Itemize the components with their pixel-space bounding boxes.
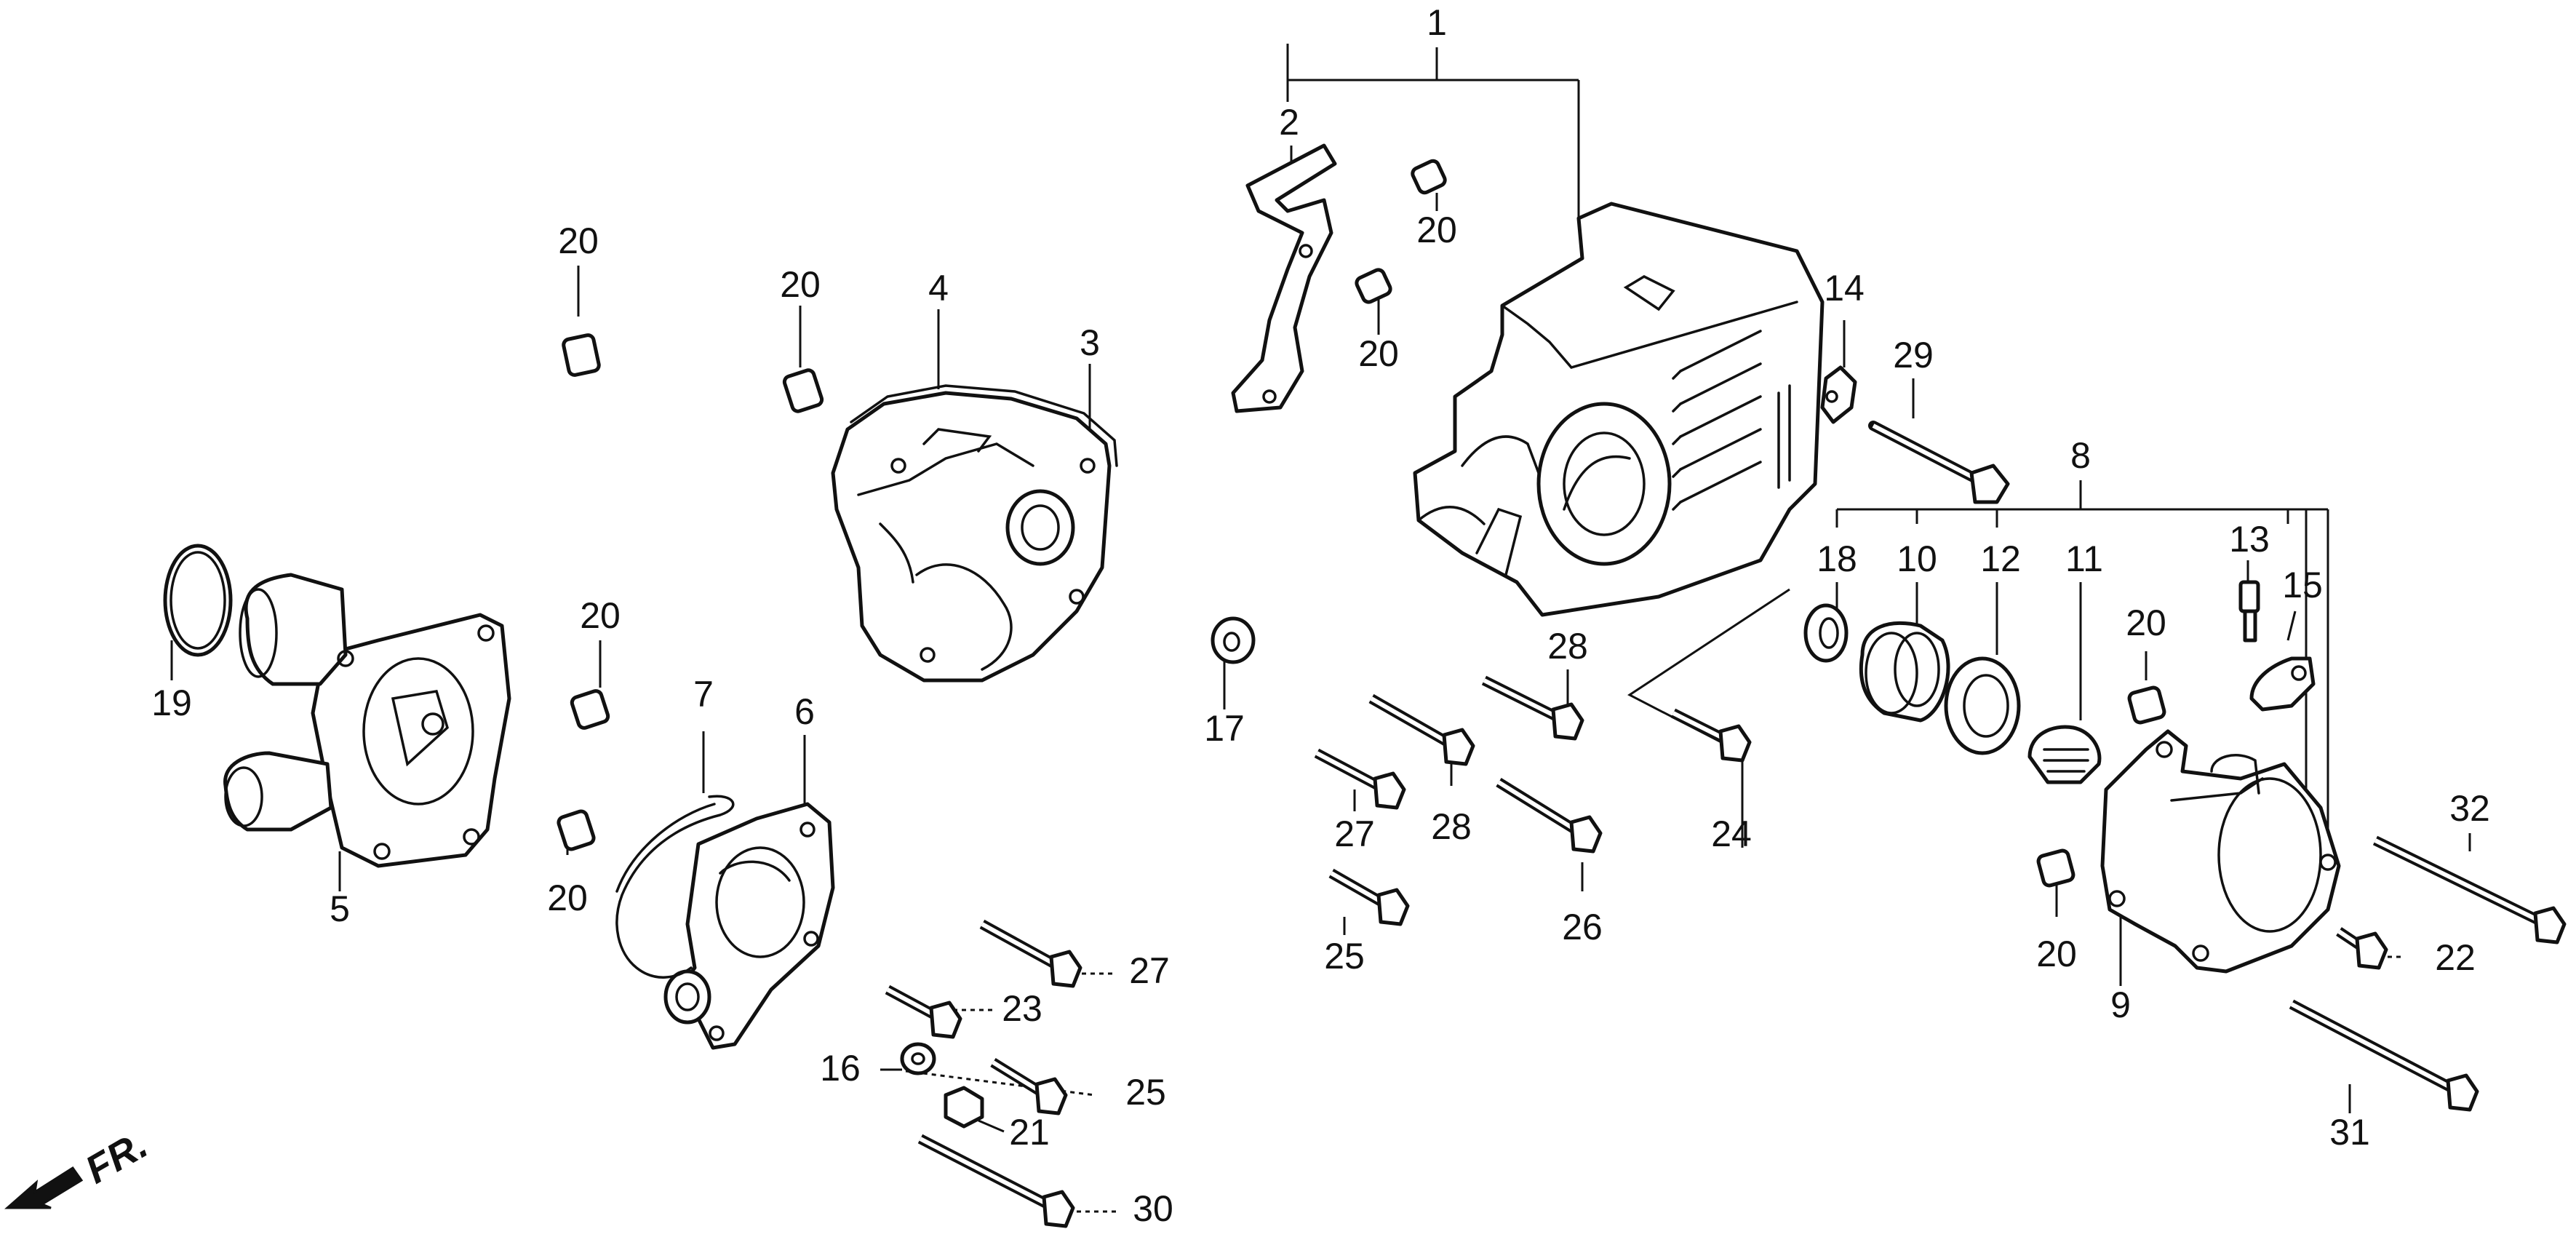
- label-part-10: 10: [1897, 538, 1937, 579]
- label-part-28-a: 28: [1431, 806, 1472, 847]
- part-14-clip: [1820, 365, 1857, 424]
- part-29-bolt: [1868, 421, 2010, 504]
- part-7-o-ring: [615, 795, 735, 979]
- part-9-thermostat-cover: [2100, 729, 2341, 974]
- label-part-5: 5: [330, 888, 350, 929]
- label-part-19: 19: [151, 683, 192, 723]
- part-20-dowel-d: [557, 809, 596, 851]
- part-1-cover-housing: [1413, 202, 1825, 617]
- label-part-12: 12: [1980, 538, 2021, 579]
- label-part-28-b: 28: [1547, 626, 1588, 667]
- part-4-pump-gasket: [850, 384, 1118, 467]
- label-part-11: 11: [2065, 538, 2103, 579]
- part-25-bolt-b: [990, 1058, 1068, 1115]
- label-part-9: 9: [2110, 985, 2131, 1025]
- label-part-18: 18: [1817, 538, 1857, 579]
- part-20-dowel-b: [782, 368, 824, 413]
- part-20-dowel-f: [1355, 268, 1392, 304]
- front-direction-indicator: FR.: [4, 1123, 155, 1209]
- label-part-32: 32: [2449, 788, 2490, 829]
- part-11-thermostat: [2027, 725, 2102, 784]
- part-32-bolt: [2372, 835, 2567, 944]
- part-12-seal-ring: [1944, 656, 2021, 755]
- label-part-30: 30: [1133, 1188, 1173, 1229]
- part-28-bolt-b: [1368, 693, 1475, 766]
- label-part-23: 23: [1002, 988, 1042, 1029]
- label-part-24: 24: [1711, 814, 1752, 854]
- label-part-2: 2: [1279, 102, 1299, 143]
- part-21-nut: [944, 1086, 984, 1129]
- label-part-25-a: 25: [1324, 936, 1365, 977]
- part-2-gasket: [1231, 143, 1337, 413]
- label-part-20-f: 20: [1358, 333, 1399, 374]
- label-part-6: 6: [794, 691, 815, 732]
- part-22-bolt: [2336, 927, 2388, 970]
- part-27-bolt-a: [1314, 748, 1406, 810]
- label-part-1: 1: [1427, 2, 1447, 43]
- part-20-dowel-g: [2127, 685, 2166, 725]
- part-20-dowel-c: [570, 689, 610, 730]
- label-part-21: 21: [1009, 1112, 1050, 1153]
- label-part-16: 16: [820, 1048, 861, 1089]
- part-24-bolt: [1670, 708, 1752, 763]
- part-28-bolt-a: [1481, 675, 1584, 741]
- part-3-pump-cover: [831, 391, 1112, 683]
- label-part-31: 31: [2329, 1112, 2370, 1153]
- part-27-bolt-b: [979, 919, 1082, 988]
- label-part-4: 4: [928, 268, 949, 309]
- part-10-pulley: [1859, 621, 1950, 723]
- part-20-dowel-e: [1411, 159, 1447, 195]
- part-26-bolt: [1496, 778, 1603, 854]
- label-part-13: 13: [2229, 519, 2270, 560]
- label-part-27-b: 27: [1129, 950, 1170, 991]
- label-part-27-a: 27: [1334, 814, 1375, 854]
- label-part-20-b: 20: [780, 264, 821, 305]
- part-18-seal: [1803, 603, 1849, 663]
- label-part-26: 26: [1562, 907, 1603, 947]
- front-label: FR.: [79, 1123, 155, 1192]
- part-23-bolt: [885, 985, 962, 1039]
- label-part-25-b: 25: [1125, 1072, 1166, 1113]
- part-13-sensor: [2238, 580, 2260, 643]
- part-30-bolt: [917, 1134, 1075, 1228]
- label-part-7: 7: [693, 674, 714, 715]
- label-part-22: 22: [2435, 937, 2476, 978]
- label-part-20-c: 20: [580, 595, 621, 636]
- part-25-bolt-a: [1328, 868, 1410, 926]
- part-20-dowel-a: [562, 333, 601, 377]
- part-19-o-ring: [163, 544, 233, 657]
- label-part-29: 29: [1893, 335, 1934, 375]
- label-part-20-a: 20: [558, 220, 599, 261]
- part-labels: 1 2 3 4 5 6 7 8 9 10 11 12 13 14 15 16 1…: [151, 2, 2490, 1229]
- part-6-water-pump: [663, 802, 835, 1050]
- part-5-housing: [223, 573, 511, 868]
- label-part-8: 8: [2070, 435, 2091, 476]
- label-part-14: 14: [1824, 268, 1865, 309]
- label-part-15: 15: [2282, 565, 2323, 605]
- label-part-20-h: 20: [2036, 934, 2077, 974]
- part-31-bolt: [2289, 999, 2479, 1112]
- label-part-3: 3: [1080, 322, 1100, 363]
- bolts: [885, 421, 2567, 1228]
- front-arrow-icon: [4, 1166, 84, 1209]
- label-part-20-g: 20: [2126, 602, 2166, 643]
- label-part-20-e: 20: [1416, 210, 1457, 250]
- part-16-washer: [900, 1042, 936, 1075]
- part-15-clamp: [2249, 656, 2316, 712]
- part-20-dowel-h: [2036, 848, 2075, 888]
- label-part-17: 17: [1204, 708, 1245, 749]
- dowel-pins: [557, 159, 2166, 888]
- part-17-washer: [1211, 616, 1256, 664]
- label-part-20-d: 20: [547, 878, 588, 918]
